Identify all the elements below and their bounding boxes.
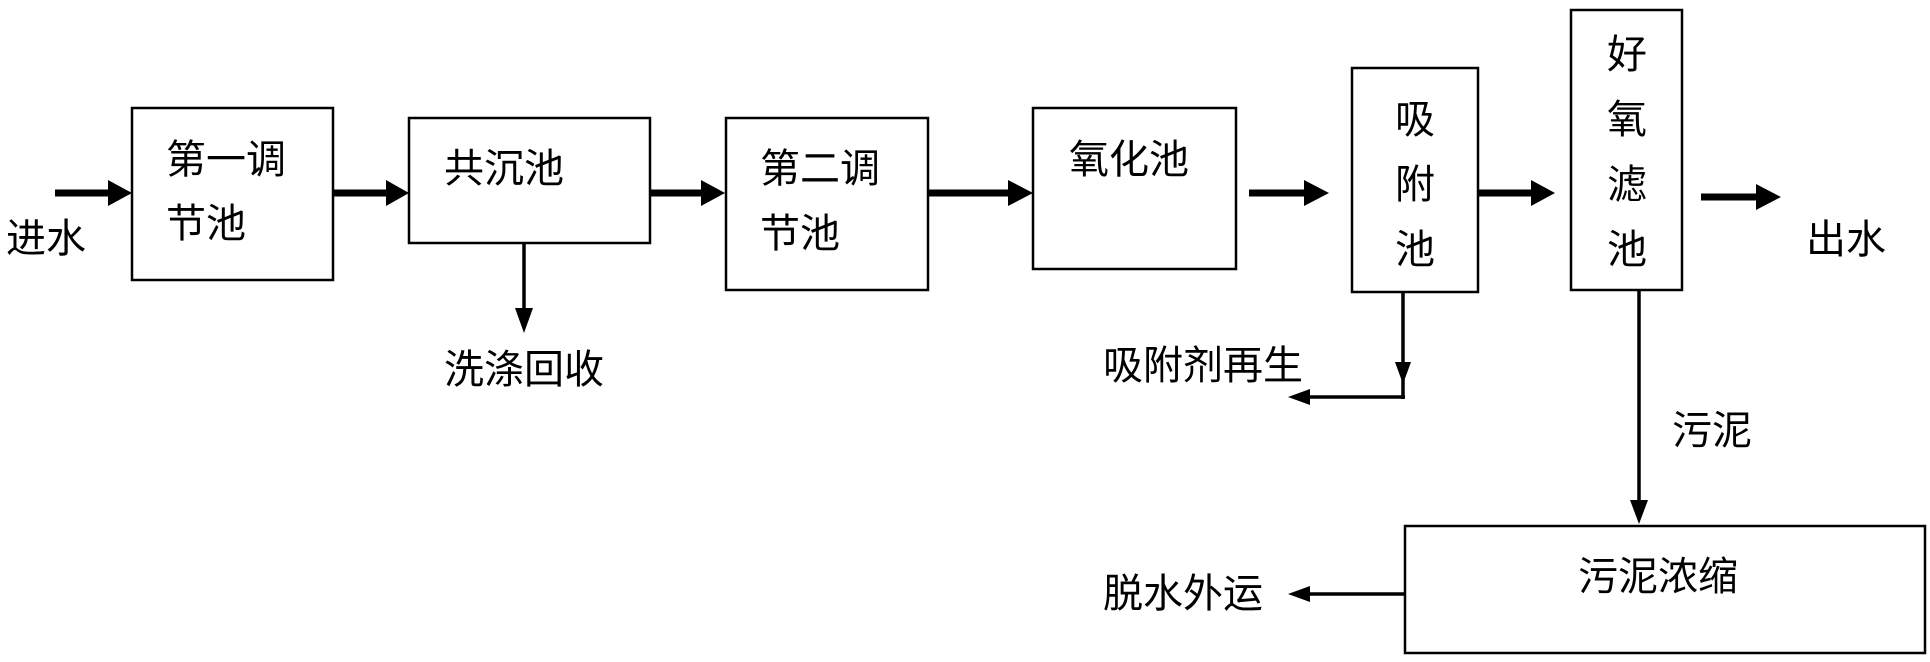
arrow-head xyxy=(1756,184,1781,210)
tank1-label-line2: 节池 xyxy=(166,201,246,247)
aerobic-filter-box xyxy=(1569,8,1684,292)
arrow-head xyxy=(386,180,409,206)
node-tank2: 第二调 节池 xyxy=(724,116,930,292)
oxidation-label: 氧化池 xyxy=(1069,137,1189,183)
arrow-head xyxy=(1288,586,1310,602)
tank1-box xyxy=(130,106,335,282)
arrow-head xyxy=(1008,180,1033,206)
arrow-head xyxy=(701,180,725,206)
adsorbent-regeneration-label: 吸附剂再生 xyxy=(1103,343,1303,389)
aerobic-char-1: 好 xyxy=(1607,32,1647,78)
node-oxidation: 氧化池 xyxy=(1031,106,1238,271)
adsorption-char-2: 附 xyxy=(1395,162,1435,208)
wash-recovery-label: 洗涤回收 xyxy=(444,347,604,393)
oxidation-box xyxy=(1031,106,1238,271)
aerobic-char-4: 池 xyxy=(1607,227,1647,273)
arrow-inlet-to-tank1 xyxy=(55,180,132,206)
arrow-head xyxy=(1531,180,1555,206)
arrow-tank1-to-coprecip xyxy=(333,180,409,206)
arrow-aerobic-to-thickening xyxy=(1630,290,1648,524)
arrow-adsorption-to-regen xyxy=(1288,292,1411,405)
arrow-thickening-to-dewater xyxy=(1288,586,1405,602)
arrow-coprecip-to-tank2 xyxy=(650,180,725,206)
tank2-label-line1: 第二调 xyxy=(760,146,880,192)
arrow-head xyxy=(1630,500,1648,524)
tank2-label-line2: 节池 xyxy=(760,211,840,257)
arrow-coprecip-to-wash xyxy=(515,243,533,333)
coprecip-label: 共沉池 xyxy=(444,146,564,192)
arrow-head xyxy=(1304,180,1329,206)
arrow-tank2-to-oxidation xyxy=(928,180,1033,206)
node-tank1: 第一调 节池 xyxy=(130,106,335,282)
tank2-box xyxy=(724,116,930,292)
arrow-head xyxy=(108,180,132,206)
node-coprecip: 共沉池 xyxy=(407,116,652,245)
aerobic-char-2: 氧 xyxy=(1607,97,1647,143)
dewatering-transport-label: 脱水外运 xyxy=(1103,571,1263,617)
arrow-aerobic-to-outlet xyxy=(1701,184,1781,210)
adsorption-char-1: 吸 xyxy=(1395,97,1435,143)
node-aerobic-filter: 好 氧 滤 池 xyxy=(1569,8,1684,292)
outlet-label: 出水 xyxy=(1806,217,1886,263)
sludge-thickening-label: 污泥浓缩 xyxy=(1578,554,1738,600)
arrow-head-down xyxy=(1395,362,1411,384)
adsorption-box xyxy=(1350,66,1480,294)
node-adsorption: 吸 附 池 xyxy=(1350,66,1480,294)
arrow-oxidation-to-adsorption xyxy=(1249,180,1329,206)
arrow-adsorption-to-aerobic xyxy=(1478,180,1555,206)
aerobic-char-3: 滤 xyxy=(1607,162,1647,208)
arrow-head-left xyxy=(1288,389,1310,405)
coprecip-box xyxy=(407,116,652,245)
arrow-head xyxy=(515,308,533,333)
adsorption-char-3: 池 xyxy=(1395,227,1435,273)
inlet-label: 进水 xyxy=(6,216,86,262)
sludge-thickening-box xyxy=(1403,524,1927,655)
tank1-label-line1: 第一调 xyxy=(166,137,286,183)
node-sludge-thickening: 污泥浓缩 xyxy=(1403,524,1927,655)
sludge-label: 污泥 xyxy=(1672,408,1752,454)
